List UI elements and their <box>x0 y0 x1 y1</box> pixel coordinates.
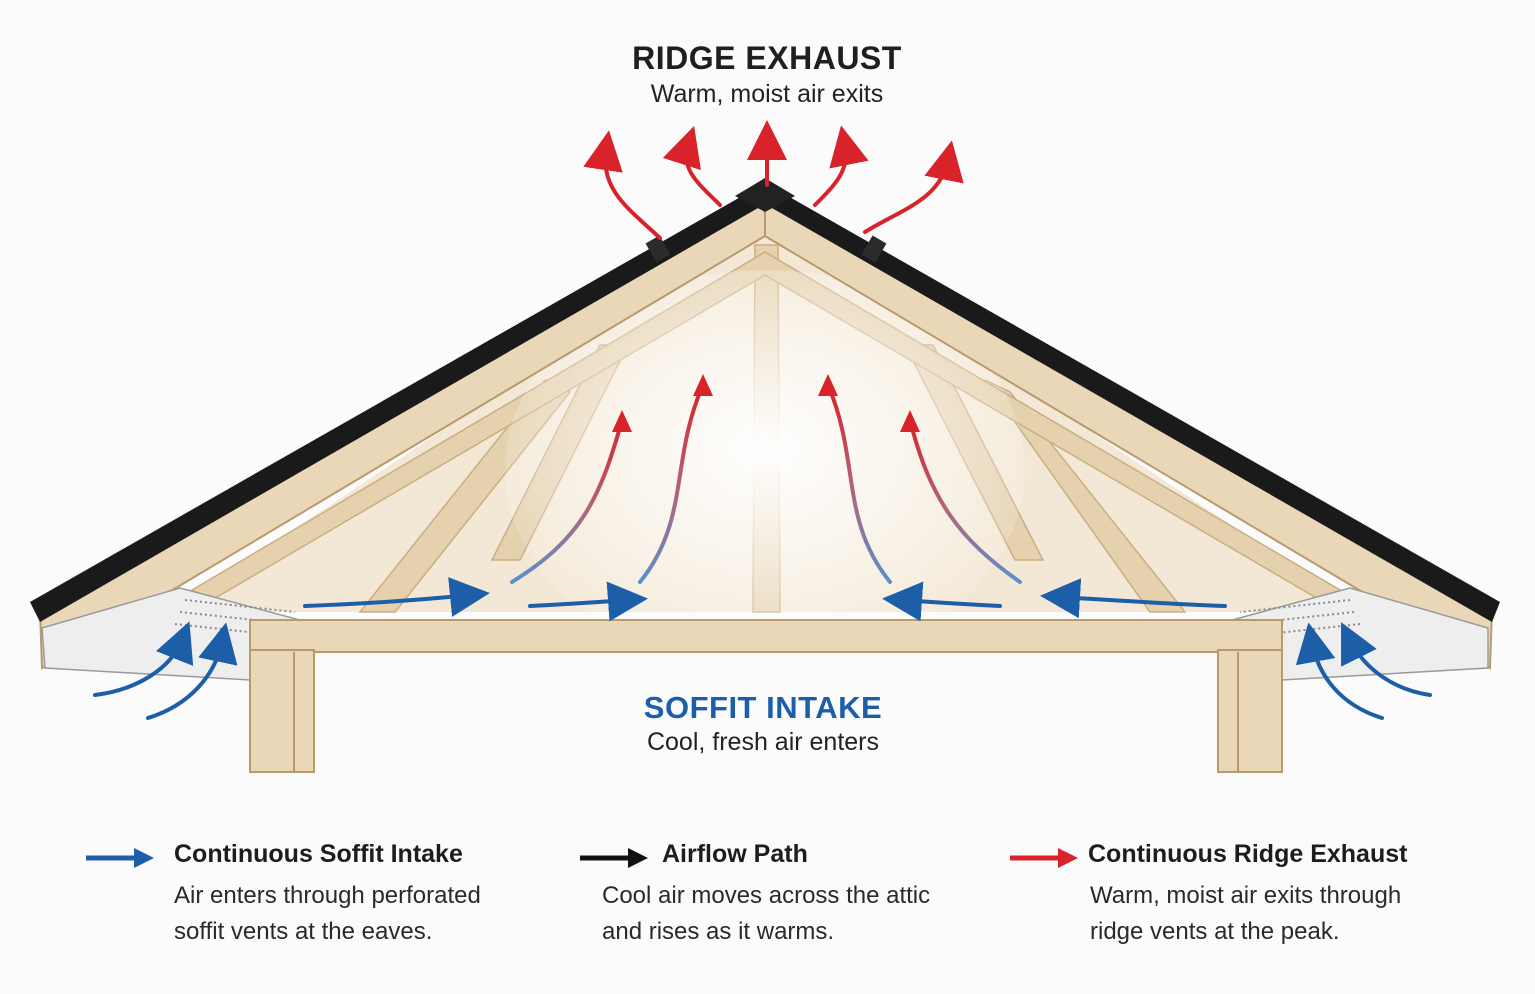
left-shingles <box>30 183 765 622</box>
ridge-exhaust-title: RIDGE EXHAUST <box>632 40 902 76</box>
ridge-exhaust-subtitle: Warm, moist air exits <box>650 80 884 108</box>
black-arrow-icon <box>580 848 648 868</box>
legend-airflow-desc: Cool air moves across the attic and rise… <box>602 878 930 950</box>
legend-soffit-desc: Air enters through perforated soffit ven… <box>174 878 481 950</box>
blue-arrow-icon <box>86 848 154 868</box>
right-shingles <box>765 183 1500 622</box>
ridge-vent-right <box>861 235 887 263</box>
legend-ridge-desc: Warm, moist air exits through ridge vent… <box>1090 878 1401 950</box>
legend-soffit-line1: Air enters through perforated <box>174 882 481 909</box>
legend-ridge-line1: Warm, moist air exits through <box>1090 882 1402 909</box>
attic-intake-arrows <box>303 577 1227 622</box>
rising-airflow-arrows <box>510 383 1022 584</box>
ridge-vent-left <box>645 235 671 263</box>
legend-ridge-title: Continuous Ridge Exhaust <box>1088 840 1408 868</box>
right-wall-stud <box>1217 649 1283 773</box>
legend-soffit-line2: soffit vents at the eaves. <box>174 918 433 945</box>
soffit-intake-title: SOFFIT INTAKE <box>643 690 883 725</box>
soffit-intake-subtitle: Cool, fresh air enters <box>646 728 880 756</box>
red-arrow-icon <box>1010 848 1078 868</box>
legend-airflow-line1: Cool air moves across the attic <box>602 882 931 909</box>
ceiling-joist <box>249 619 1283 653</box>
ridge-exhaust-arrows <box>583 120 964 240</box>
legend-soffit-title: Continuous Soffit Intake <box>174 840 463 868</box>
legend-airflow-title: Airflow Path <box>662 840 808 868</box>
ridge-cap <box>735 178 795 212</box>
left-wall-stud <box>249 649 315 773</box>
legend-ridge-line2: ridge vents at the peak. <box>1090 918 1340 945</box>
legend-airflow-line2: and rises as it warms. <box>602 918 835 945</box>
soffit-intake-arrows <box>93 621 1432 720</box>
rising-arrow-heads <box>612 374 920 432</box>
attic-glow <box>505 270 1025 670</box>
